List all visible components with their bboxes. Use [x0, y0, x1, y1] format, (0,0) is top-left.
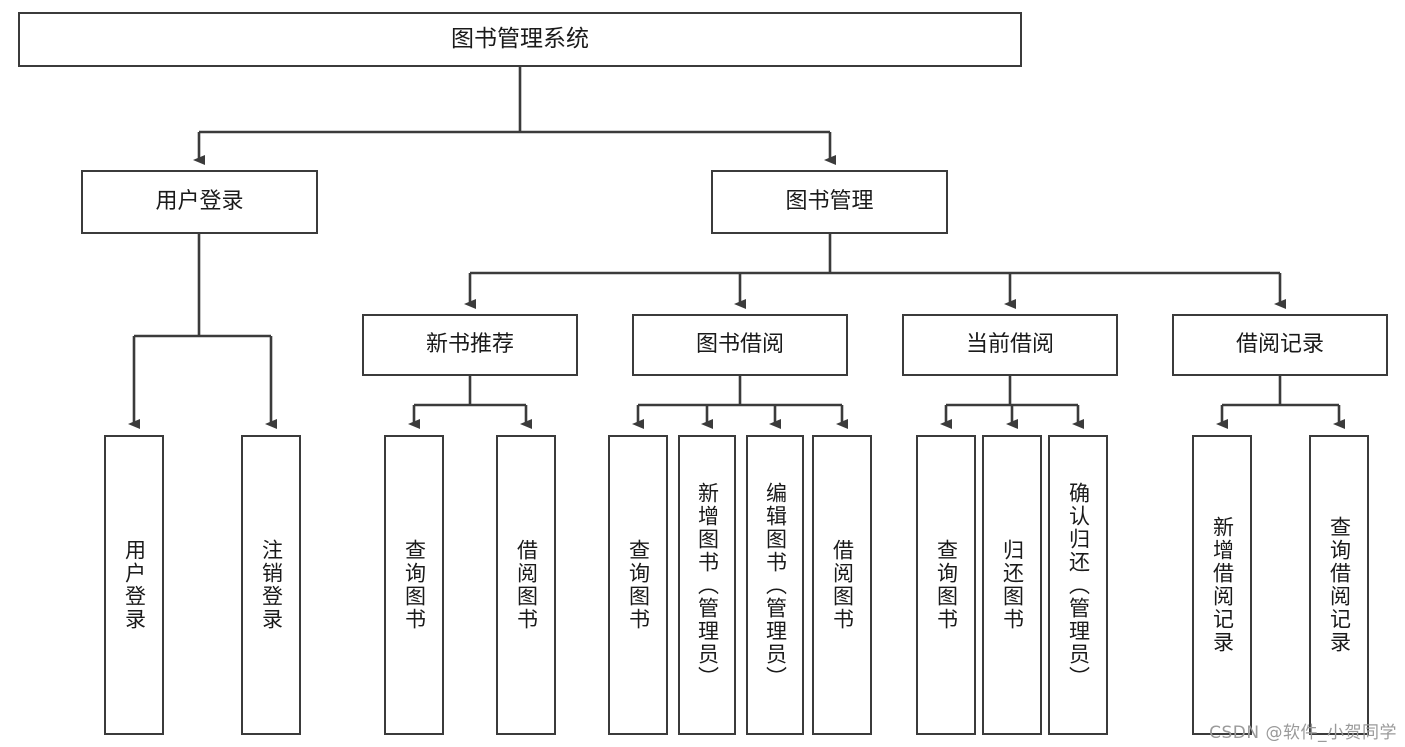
- node-label: 当前借阅: [965, 332, 1054, 358]
- node-borrow-record[interactable]: 借阅记录: [1172, 314, 1388, 376]
- node-leaf-return-book[interactable]: 归还图书: [982, 435, 1042, 735]
- node-label: 借阅记录: [1235, 332, 1324, 358]
- node-book-borrow[interactable]: 图书借阅: [632, 314, 848, 376]
- node-label: 注销登录: [259, 539, 284, 631]
- node-new-book-recommend[interactable]: 新书推荐: [362, 314, 578, 376]
- node-label: 编辑图书（管理员）: [763, 481, 788, 689]
- node-label: 新增借阅记录: [1210, 516, 1235, 654]
- node-leaf-add-borrow-record[interactable]: 新增借阅记录: [1192, 435, 1252, 735]
- node-label: 图书管理: [785, 189, 874, 215]
- node-label: 查询图书: [402, 539, 427, 631]
- node-leaf-add-book-admin[interactable]: 新增图书（管理员）: [678, 435, 736, 735]
- node-label: 查询借阅记录: [1327, 516, 1352, 654]
- node-label: 用户登录: [155, 189, 244, 215]
- node-current-borrow[interactable]: 当前借阅: [902, 314, 1118, 376]
- node-leaf-borrow-book-borrow[interactable]: 借阅图书: [812, 435, 872, 735]
- node-leaf-query-book-borrow[interactable]: 查询图书: [608, 435, 668, 735]
- node-label: 图书借阅: [695, 332, 784, 358]
- node-label: 借阅图书: [830, 539, 855, 631]
- node-leaf-query-book-recommend[interactable]: 查询图书: [384, 435, 444, 735]
- node-leaf-query-borrow-record[interactable]: 查询借阅记录: [1309, 435, 1369, 735]
- node-leaf-edit-book-admin[interactable]: 编辑图书（管理员）: [746, 435, 804, 735]
- node-label: 归还图书: [1000, 539, 1025, 631]
- node-label: 借阅图书: [514, 539, 539, 631]
- node-leaf-user-login[interactable]: 用户登录: [104, 435, 164, 735]
- node-label: 确认归还（管理员）: [1066, 481, 1091, 689]
- node-leaf-borrow-book-recommend[interactable]: 借阅图书: [496, 435, 556, 735]
- node-leaf-confirm-return-admin[interactable]: 确认归还（管理员）: [1048, 435, 1108, 735]
- node-leaf-logout-login[interactable]: 注销登录: [241, 435, 301, 735]
- node-label: 用户登录: [122, 539, 147, 631]
- csdn-watermark: CSDN @软件_小贺同学: [1209, 723, 1397, 743]
- node-root-library-management-system[interactable]: 图书管理系统: [18, 12, 1022, 67]
- node-label: 查询图书: [934, 539, 959, 631]
- node-book-manage[interactable]: 图书管理: [711, 170, 948, 234]
- node-label: 新增图书（管理员）: [695, 481, 720, 689]
- node-leaf-query-book-current[interactable]: 查询图书: [916, 435, 976, 735]
- node-label: 查询图书: [626, 539, 651, 631]
- node-user-login[interactable]: 用户登录: [81, 170, 318, 234]
- node-label: 新书推荐: [425, 332, 514, 358]
- node-label: 图书管理系统: [451, 26, 589, 53]
